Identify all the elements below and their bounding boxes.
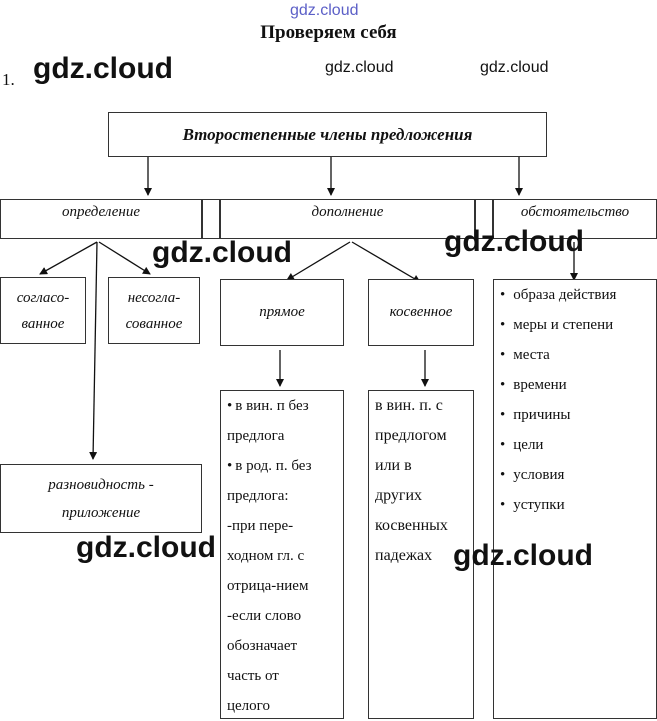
direct-detail-line: -при пере- <box>227 518 294 534</box>
adverbial-type-item: •уступки <box>500 497 565 513</box>
adverbial-type-item: •образа действия <box>500 287 617 303</box>
watermark: gdz.cloud <box>33 52 173 85</box>
arrow-unagreed <box>98 241 151 275</box>
adverbial-types: •образа действия •меры и степени •места •вр… <box>493 279 657 719</box>
bullet-icon: • <box>500 437 506 453</box>
watermark: gdz.cloud <box>480 59 549 76</box>
arrow-direct <box>286 241 351 281</box>
adverbial-type-item: •места <box>500 347 550 363</box>
page-title: Проверяем себя <box>260 22 397 43</box>
category-object: дополнение <box>220 199 475 239</box>
watermark: gdz.cloud <box>444 225 584 258</box>
direct-detail-line: обозначает <box>227 638 298 654</box>
direct-details: •в вин. п без предлога •в род. п. без предл… <box>220 390 344 719</box>
adverbial-type-item: •условия <box>500 467 565 483</box>
bullet-icon: • <box>500 407 506 423</box>
category-divider <box>202 199 220 239</box>
watermark: gdz.cloud <box>453 539 593 572</box>
indirect-details: в вин. п. с предлогом или в других косвенных… <box>368 390 474 719</box>
bullet-icon: • <box>500 287 506 303</box>
direct-detail-line: целого <box>227 698 270 714</box>
direct-detail-line: •в род. п. без <box>227 458 312 474</box>
attribute-appositive: разновидность - приложение <box>0 464 202 533</box>
watermark: gdz.cloud <box>325 59 394 76</box>
bullet-icon: • <box>500 497 506 513</box>
attribute-agreed: согласо- ванное <box>0 277 86 344</box>
indirect-detail-line: косвенных <box>375 517 448 534</box>
object-direct: прямое <box>220 279 344 346</box>
indirect-detail-line: падежах <box>375 547 433 564</box>
direct-detail-line: предлога <box>227 428 285 444</box>
direct-detail-line: предлога: <box>227 488 289 504</box>
arrow-appositive <box>89 241 98 460</box>
adverbial-type-item: •цели <box>500 437 544 453</box>
direct-detail-line: отрица-нием <box>227 578 309 594</box>
bullet-icon: • <box>500 467 506 483</box>
arrow-agreed <box>39 241 98 275</box>
direct-detail-line: часть от <box>227 668 279 684</box>
exercise-number: 1. <box>2 70 15 89</box>
adverbial-type-item: •времени <box>500 377 567 393</box>
category-divider <box>475 199 493 239</box>
indirect-detail-line: или в <box>375 457 412 474</box>
adverbial-type-item: •меры и степени <box>500 317 614 333</box>
bullet-icon: • <box>500 347 506 363</box>
indirect-detail-line: других <box>375 487 423 504</box>
adverbial-type-item: •причины <box>500 407 571 423</box>
indirect-detail-line: предлогом <box>375 427 447 444</box>
direct-detail-line: •в вин. п без <box>227 398 309 414</box>
direct-detail-line: ходном гл. с <box>227 548 305 564</box>
watermark: gdz.cloud <box>152 236 292 269</box>
category-attribute: определение <box>0 199 202 239</box>
bullet-icon: • <box>227 398 233 414</box>
direct-detail-line: -если слово <box>227 608 302 624</box>
watermark-top: gdz.cloud <box>290 2 359 19</box>
bullet-icon: • <box>500 377 506 393</box>
arrow-indirect <box>351 241 421 283</box>
bullet-icon: • <box>500 317 506 333</box>
bullet-icon: • <box>227 458 233 474</box>
object-indirect: косвенное <box>368 279 474 346</box>
indirect-detail-line: в вин. п. с <box>375 397 443 414</box>
root-node: Второстепенные члены предложения <box>108 112 547 157</box>
attribute-unagreed: несогла- сованное <box>108 277 200 344</box>
watermark: gdz.cloud <box>76 531 216 564</box>
